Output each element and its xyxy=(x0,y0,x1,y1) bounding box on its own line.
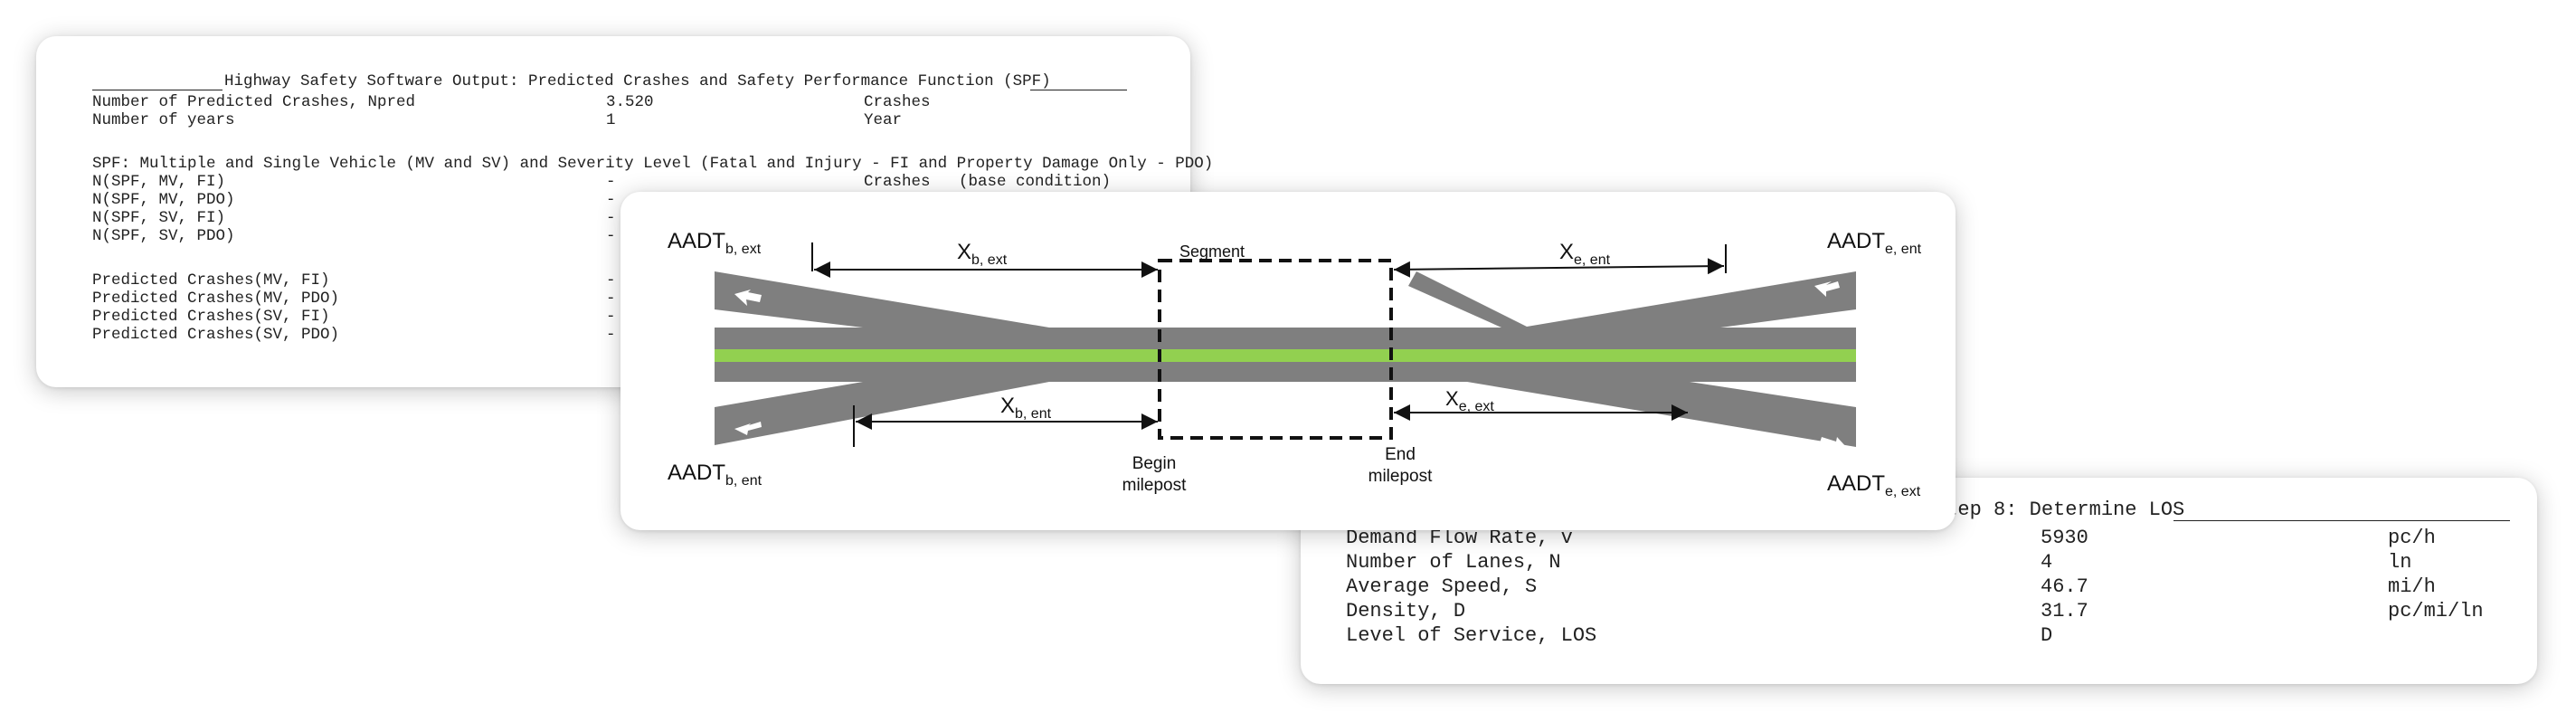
aadt-e-ext-label: AADTe, ext xyxy=(1827,471,1921,499)
aadt-b-ext-label: AADTb, ext xyxy=(668,229,762,257)
label-sub: e, ext xyxy=(1885,484,1921,499)
label-sub: e, ent xyxy=(1885,242,1922,257)
label-main: X xyxy=(1445,387,1459,410)
end-milepost-label-line2: milepost xyxy=(1368,467,1433,486)
los-row-label: Demand Flow Rate, v xyxy=(1346,527,1573,549)
dimension-lines xyxy=(811,242,1727,447)
arrow-icon xyxy=(734,290,762,306)
los-row-value: 4 xyxy=(2041,551,2053,574)
los-row-value: 5930 xyxy=(2041,527,2088,549)
label-main: AADT xyxy=(1827,229,1885,253)
arrow-icon xyxy=(734,422,762,435)
label-main: X xyxy=(1000,394,1015,418)
spf-row-label: N(SPF, MV, PDO) xyxy=(92,191,235,209)
los-row-unit: ln xyxy=(2388,551,2412,574)
dimension-x-e-ent xyxy=(1393,258,1725,278)
spf-row-label: N(SPF, SV, PDO) xyxy=(92,227,235,245)
years-label: Number of years xyxy=(92,111,235,129)
los-row-unit: mi/h xyxy=(2388,575,2436,598)
los-row-unit: pc/h xyxy=(2388,527,2436,549)
road-end-entrance-ramp xyxy=(1467,382,1856,447)
label-sub: e, ent xyxy=(1574,252,1611,268)
predicted-row-value: - xyxy=(606,326,616,344)
spf-row-value: - xyxy=(606,191,616,209)
direction-arrows xyxy=(734,281,1848,449)
los-row-value: D xyxy=(2041,624,2053,647)
road-begin-exit-ramp xyxy=(715,271,1049,328)
label-main: AADT xyxy=(668,461,725,485)
spf-title-line: Highway Safety Software Output: Predicte… xyxy=(92,72,1127,90)
predicted-row-label: Predicted Crashes(MV, PDO) xyxy=(92,290,340,308)
end-milepost-label-line1: End xyxy=(1385,445,1416,464)
label-main: AADT xyxy=(1827,471,1885,496)
arrow-icon xyxy=(1814,281,1840,297)
los-row-label: Average Speed, S xyxy=(1346,575,1538,598)
aadt-b-ent-label: AADTb, ent xyxy=(668,461,762,489)
los-row-value: 46.7 xyxy=(2041,575,2088,598)
label-sub: e, ext xyxy=(1459,399,1495,414)
x-b-ext-label: Xb, ext xyxy=(957,240,1008,268)
spf-row-value: - xyxy=(606,227,616,245)
spf-row-label: N(SPF, MV, FI) xyxy=(92,173,226,191)
spf-row-value: - xyxy=(606,173,616,191)
los-title: Step 8: Determine LOS xyxy=(1934,499,2185,521)
label-main: X xyxy=(957,240,971,264)
arrow-icon xyxy=(1820,437,1848,449)
los-row-unit: pc/mi/ln xyxy=(2388,600,2484,622)
los-title-line: Step 8: Determine LOS xyxy=(1301,498,2513,523)
predicted-row-label: Predicted Crashes(MV, FI) xyxy=(92,271,330,290)
median-line xyxy=(715,349,1856,362)
weaving-segment-diagram: AADTb, ext AADTb, ent AADTe, ent AADTe, … xyxy=(668,229,1922,499)
segment-label: Segment xyxy=(1179,242,1245,261)
npred-label: Number of Predicted Crashes, Npred xyxy=(92,93,416,111)
label-main: X xyxy=(1559,240,1574,264)
x-e-ent-label: Xe, ent xyxy=(1559,240,1611,268)
label-sub: b, ext xyxy=(971,252,1008,268)
los-row-label: Density, D xyxy=(1346,600,1466,622)
years-unit: Year xyxy=(864,111,903,129)
spf-header: SPF: Multiple and Single Vehicle (MV and… xyxy=(92,155,1214,173)
spf-row-value: - xyxy=(606,209,616,227)
los-row-label: Number of Lanes, N xyxy=(1346,551,1561,574)
spf-row-label: N(SPF, SV, FI) xyxy=(92,209,226,227)
predicted-row-value: - xyxy=(606,290,616,308)
aadt-e-ent-label: AADTe, ent xyxy=(1827,229,1922,257)
predicted-row-label: Predicted Crashes(SV, PDO) xyxy=(92,326,340,344)
los-row-label: Level of Service, LOS xyxy=(1346,624,1597,647)
x-e-ext-label: Xe, ext xyxy=(1445,387,1494,414)
predicted-row-value: - xyxy=(606,271,616,290)
x-b-ent-label: Xb, ent xyxy=(1000,394,1052,422)
npred-value: 3.520 xyxy=(606,93,654,111)
begin-milepost-label-line2: milepost xyxy=(1122,476,1187,495)
label-sub: b, ent xyxy=(1015,406,1052,422)
weaving-segment-diagram-card: AADTb, ext AADTb, ent AADTe, ent AADTe, … xyxy=(620,192,1956,530)
predicted-row-value: - xyxy=(606,308,616,326)
label-main: AADT xyxy=(668,229,725,253)
label-sub: b, ext xyxy=(725,242,762,257)
road-end-exit-ramp xyxy=(1521,271,1856,328)
spf-title: Highway Safety Software Output: Predicte… xyxy=(224,72,1051,90)
segment-box xyxy=(1158,259,1393,440)
los-row-value: 31.7 xyxy=(2041,600,2088,622)
npred-unit: Crashes xyxy=(864,93,931,111)
label-sub: b, ent xyxy=(725,473,762,489)
begin-milepost-label-line1: Begin xyxy=(1132,454,1177,473)
years-value: 1 xyxy=(606,111,616,129)
los-title-rule xyxy=(2174,520,2510,521)
predicted-row-label: Predicted Crashes(SV, FI) xyxy=(92,308,330,326)
spf-row-unit: Crashes (base condition) xyxy=(864,173,1112,191)
road-end-entrance-ramp-gore xyxy=(1408,271,1529,328)
road-begin-entrance-ramp xyxy=(715,382,1049,445)
